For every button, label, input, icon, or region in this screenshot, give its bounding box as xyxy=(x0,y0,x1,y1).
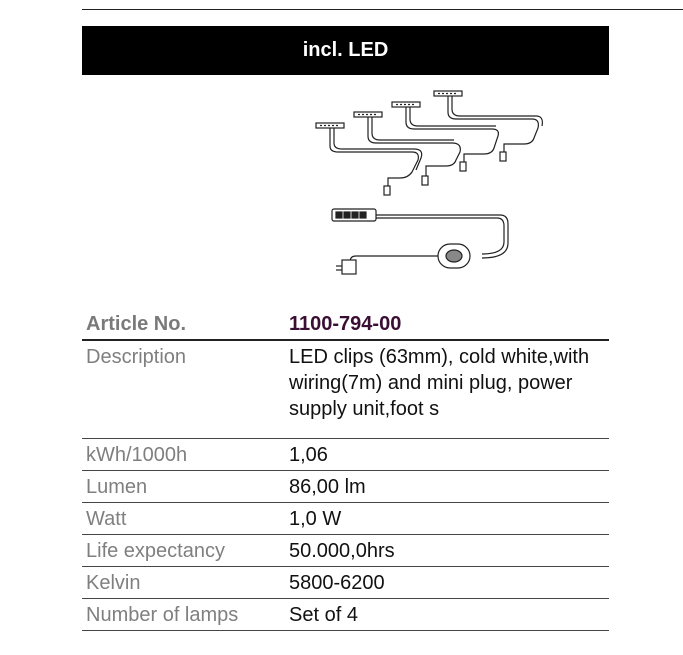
table-row: Lumen 86,00 lm xyxy=(82,470,609,503)
led-clip-set-diagram-icon xyxy=(315,90,543,275)
section-banner: incl. LED xyxy=(82,26,609,75)
led-clip-icon xyxy=(391,101,421,108)
kelvin-value: 5800-6200 xyxy=(285,566,609,599)
description-label: Description xyxy=(82,340,285,439)
watt-label: Watt xyxy=(82,502,285,535)
kwh-value: 1,06 xyxy=(285,438,609,471)
description-value: LED clips (63mm), cold white,with wiring… xyxy=(285,340,609,439)
led-clip-icon xyxy=(353,111,383,118)
banner-title: incl. LED xyxy=(302,39,389,61)
lumen-value: 86,00 lm xyxy=(285,470,609,503)
kwh-label: kWh/1000h xyxy=(82,438,285,471)
led-clip-icon xyxy=(315,122,345,129)
number-of-lamps-value: Set of 4 xyxy=(285,598,609,631)
power-supply-icon xyxy=(437,243,471,269)
table-row: Description LED clips (63mm), cold white… xyxy=(82,340,609,439)
kelvin-label: Kelvin xyxy=(82,566,285,599)
table-row: Article No. 1100-794-00 xyxy=(82,308,609,341)
life-expectancy-value: 50.000,0hrs xyxy=(285,534,609,567)
article-number-value: 1100-794-00 xyxy=(285,308,609,341)
watt-value: 1,0 W xyxy=(285,502,609,535)
life-expectancy-label: Life expectancy xyxy=(82,534,285,567)
distributor-icon xyxy=(331,208,377,222)
table-row: Life expectancy 50.000,0hrs xyxy=(82,534,609,567)
table-row: Watt 1,0 W xyxy=(82,502,609,535)
article-number-label: Article No. xyxy=(82,308,285,341)
led-clip-icon xyxy=(433,90,463,97)
lumen-label: Lumen xyxy=(82,470,285,503)
spec-table: Article No. 1100-794-00 Description LED … xyxy=(82,308,609,631)
wall-plug-icon xyxy=(336,259,357,275)
number-of-lamps-label: Number of lamps xyxy=(82,598,285,631)
table-row: Kelvin 5800-6200 xyxy=(82,566,609,599)
table-row: Number of lamps Set of 4 xyxy=(82,598,609,631)
table-row: kWh/1000h 1,06 xyxy=(82,438,609,471)
top-divider xyxy=(82,9,683,10)
